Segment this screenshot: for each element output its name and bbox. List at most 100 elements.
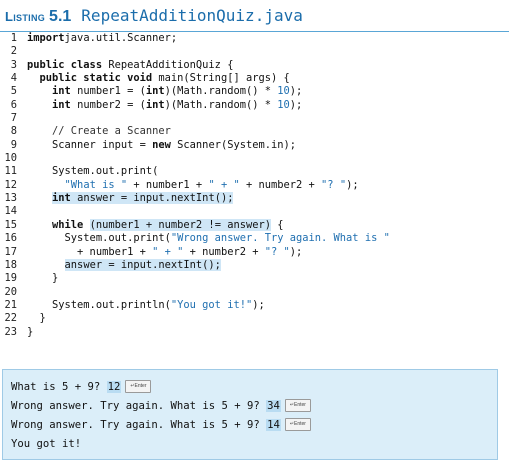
code-token: ); [289, 245, 303, 258]
code-line: 7 [0, 112, 509, 125]
code-line: 12 "What is " + number1 + " + " + number… [0, 179, 509, 192]
code-token: (number1 + number2 != answer) [89, 218, 271, 231]
line-number: 4 [10, 72, 17, 85]
code-line: 11 System.out.print( [0, 165, 509, 178]
line-number: 11 [4, 165, 17, 178]
line-number: 5 [10, 85, 17, 98]
code-token: ); [289, 98, 303, 111]
console-prompt-text: Wrong answer. Try again. What is 5 + 9? [11, 400, 267, 412]
line-number: 19 [4, 272, 17, 285]
code-line: 5 int number1 = (int)(Math.random() * 10… [0, 85, 509, 98]
console-user-input: 12 [106, 381, 122, 393]
code-token: // Create a Scanner [52, 125, 171, 138]
code-line: 15 while (number1 + number2 != answer) { [0, 218, 509, 232]
code-line: 14 [0, 205, 509, 218]
console-result-text: You got it! [11, 438, 82, 450]
code-token: "What is " [64, 178, 128, 191]
code-token: } [27, 272, 59, 285]
line-number: 22 [4, 312, 17, 325]
line-number: 17 [4, 245, 17, 258]
code-token [27, 219, 52, 231]
code-line: 17 + number1 + " + " + number2 + "? "); [0, 246, 509, 259]
code-token: number1 = ( [70, 85, 146, 98]
code-token: Scanner(System.in); [170, 138, 297, 151]
code-token: public static void [39, 72, 153, 85]
line-number: 12 [4, 178, 17, 191]
code-token: Scanner input = [27, 138, 153, 151]
console-line: Wrong answer. Try again. What is 5 + 9? … [11, 416, 497, 435]
code-token: " + " [152, 245, 184, 258]
listing-label: Listing [5, 9, 46, 24]
line-number: 8 [10, 125, 17, 138]
code-token: } [27, 312, 46, 325]
code-token: int [52, 85, 71, 98]
code-token: int [52, 98, 71, 111]
code-token: + number2 + [183, 245, 265, 258]
code-token: public class [27, 58, 103, 71]
code-token: number2 = ( [70, 98, 146, 111]
console-user-input: 34 [266, 400, 281, 412]
line-number: 23 [4, 325, 17, 338]
console-user-input: 14 [266, 419, 281, 431]
code-token: } [27, 325, 34, 338]
code-token [27, 85, 52, 97]
line-number: 20 [4, 285, 17, 298]
code-token: { [271, 218, 284, 231]
code-line: 2 [0, 45, 509, 58]
code-token [83, 219, 89, 231]
code-token: )(Math.random() * [164, 85, 278, 98]
line-number: 1 [10, 32, 17, 44]
code-line: 13 int answer = input.nextInt(); [0, 192, 509, 205]
code-token: System.out.print( [27, 165, 159, 178]
code-line: 22 } [0, 312, 509, 325]
code-line: 19 } [0, 272, 509, 285]
listing-filename: RepeatAdditionQuiz.java [81, 6, 303, 25]
enter-key-icon: ↵Enter [284, 398, 311, 412]
code-token: int [145, 98, 165, 111]
line-number: 15 [4, 218, 17, 231]
line-number: 9 [10, 138, 17, 151]
code-token: ); [289, 85, 303, 98]
code-token [27, 125, 52, 137]
code-line: 6 int number2 = (int)(Math.random() * 10… [0, 99, 509, 112]
code-line: 9 Scanner input = new Scanner(System.in)… [0, 139, 509, 152]
code-token: " + " [208, 178, 240, 191]
console-prompt-text: What is 5 + 9? [11, 381, 107, 393]
code-line: 10 [0, 152, 509, 165]
line-number: 7 [10, 112, 17, 125]
enter-key-icon: ↵Enter [125, 379, 152, 393]
code-line: 3 public class RepeatAdditionQuiz { [0, 59, 509, 72]
code-line: 20 [0, 286, 509, 299]
line-number: 2 [10, 45, 17, 58]
code-token: answer = input.nextInt(); [70, 192, 234, 205]
console-prompt-text: Wrong answer. Try again. What is 5 + 9? [11, 419, 267, 431]
code-token: 10 [277, 98, 290, 111]
line-number: 13 [4, 192, 17, 205]
code-line: 21 System.out.println("You got it!"); [0, 299, 509, 312]
line-number: 14 [4, 205, 17, 218]
code-token: RepeatAdditionQuiz { [102, 58, 234, 71]
code-token: "You got it!" [170, 298, 253, 311]
code-token: + number2 + [239, 178, 322, 191]
listing-number: 5.1 [49, 8, 72, 25]
code-token: java.util.Scanner; [64, 32, 178, 44]
code-token: "? " [321, 178, 347, 191]
console-line: What is 5 + 9? 12↵Enter [11, 378, 497, 397]
code-line: 8 // Create a Scanner [0, 125, 509, 138]
code-token [27, 192, 52, 204]
enter-key-icon: ↵Enter [284, 417, 311, 431]
title-divider [0, 31, 509, 32]
console-line: Wrong answer. Try again. What is 5 + 9? … [11, 397, 497, 416]
line-number: 3 [10, 58, 17, 71]
line-number: 10 [4, 152, 17, 165]
code-token: while [52, 218, 84, 231]
code-token: System.out.println( [27, 298, 171, 311]
console-line: You got it! [11, 435, 497, 454]
code-token: ); [252, 298, 265, 311]
line-number: 16 [4, 232, 17, 245]
line-number: 18 [4, 258, 17, 271]
code-token [27, 99, 52, 111]
